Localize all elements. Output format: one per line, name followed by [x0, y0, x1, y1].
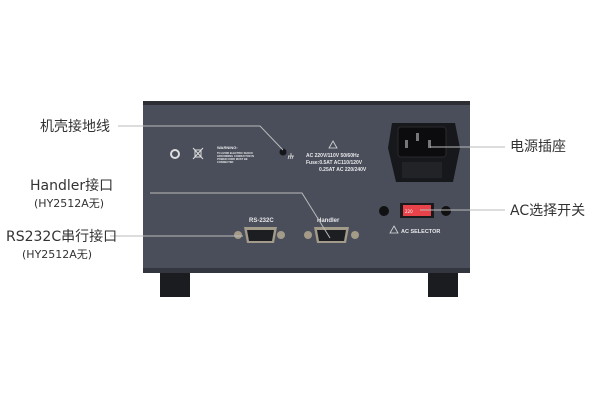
ground-annotation: 机壳接地线: [40, 118, 110, 135]
callout-lines: [110, 125, 505, 239]
handler-note: (HY2512A无): [34, 197, 104, 210]
handler-annotation: Handler接口: [30, 177, 113, 194]
warning-triangle-icon: [328, 140, 338, 149]
warning-title: WARNING:: [217, 145, 238, 150]
rs232-label: RS-232C: [249, 218, 274, 224]
handler-port: [304, 227, 359, 243]
ac-selector-switch[interactable]: 220: [400, 203, 434, 218]
warning-line: POWER CORD MUST BE: [217, 157, 248, 161]
warning-triangle-icon: [389, 225, 399, 234]
right-foot: [428, 270, 458, 297]
power-socket: [388, 123, 460, 182]
fuse-spec: 0.25AT AC 220/240V: [319, 167, 367, 173]
left-foot: [160, 270, 190, 297]
power-spec: AC 220V/110V 50/60Hz: [306, 153, 360, 159]
switch-screw: [379, 206, 389, 216]
rs232-port: [234, 227, 285, 243]
ac-switch-annotation: AC选择开关: [510, 203, 585, 219]
ground-terminal: [279, 148, 287, 156]
power-socket-annotation: 电源插座: [510, 139, 566, 155]
fuse-spec: Fuse:0.5AT AC110/120V: [306, 160, 363, 166]
switch-screw: [441, 206, 451, 216]
handler-label: Handler: [317, 218, 340, 224]
ac-selector-label: AC SELECTOR: [401, 229, 440, 235]
rs232-annotation: RS232C串行接口: [6, 228, 117, 245]
warning-line: CONNECTED: [217, 160, 234, 164]
rs232-note: (HY2512A无): [22, 248, 92, 261]
switch-text: 220: [405, 209, 413, 214]
recycle-bin-icon: [192, 147, 204, 160]
ground-icon: [287, 153, 294, 160]
warning-line: GROUNDING CONDUCTOR IN: [217, 154, 254, 158]
warning-line: TO AVOID ELECTRIC SHOCK: [217, 151, 253, 155]
